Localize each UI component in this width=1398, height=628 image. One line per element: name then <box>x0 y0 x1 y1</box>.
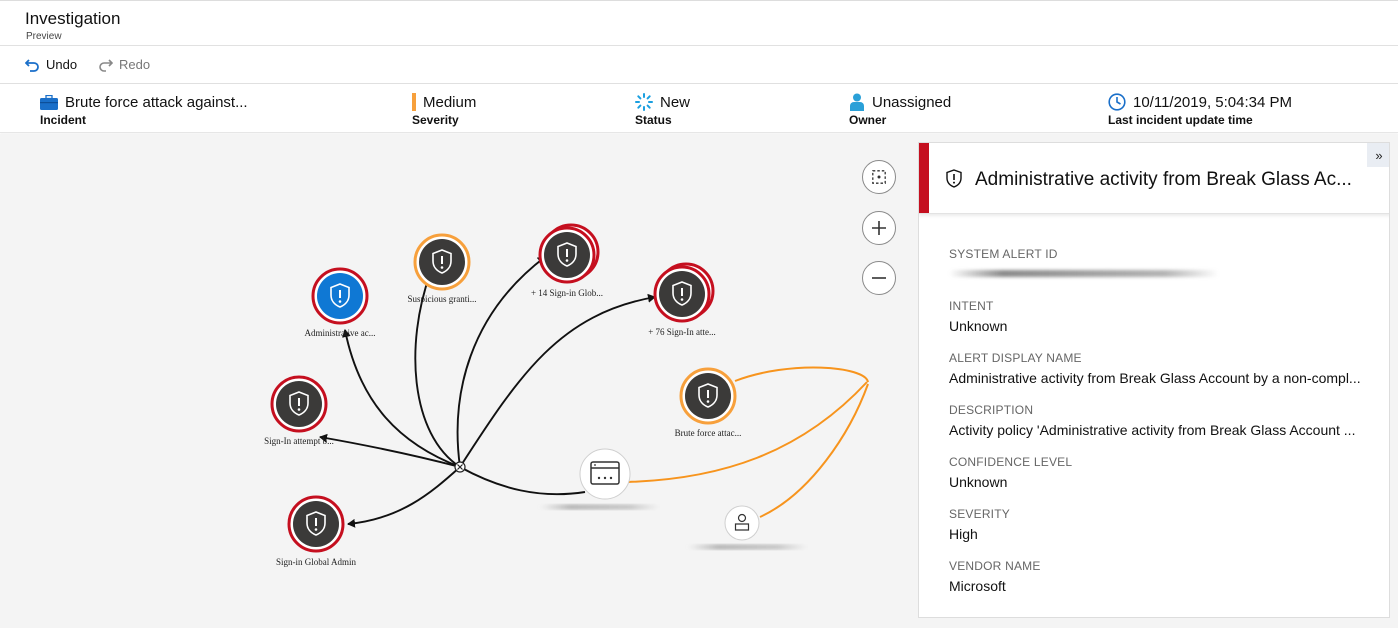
collapse-panel-button[interactable]: » <box>1367 143 1389 167</box>
alert-node-label: Sign-In attempt b... <box>264 436 334 446</box>
field-label: SEVERITY <box>949 507 1010 521</box>
field-value: Unknown <box>949 474 1008 490</box>
undo-button[interactable]: Undo <box>25 57 77 72</box>
spinner-icon <box>635 93 653 111</box>
page-header: Investigation Preview <box>0 0 1398 46</box>
field-value: Unknown <box>949 318 1008 334</box>
severity-bar-icon <box>412 93 416 111</box>
update-time-block: 10/11/2019, 5:04:34 PM Last incident upd… <box>1108 93 1292 127</box>
double-chevron-right-icon: » <box>1375 147 1383 163</box>
field-label: INTENT <box>949 299 994 313</box>
toolbar: Undo Redo <box>0 47 1398 84</box>
redacted-value <box>949 270 1219 277</box>
field-system-alert-id: SYSTEM ALERT ID <box>949 247 1369 277</box>
alert-node-label: + 76 Sign-In atte... <box>648 327 716 337</box>
severity-value: Medium <box>423 93 477 111</box>
field-value: Microsoft <box>949 578 1006 594</box>
severity-indicator-bar <box>919 143 929 213</box>
field-vendor-name: VENDOR NAME Microsoft <box>949 559 1369 594</box>
briefcase-icon <box>40 94 58 110</box>
alert-node[interactable]: Sign-In attempt b... <box>264 375 334 446</box>
alert-node-label: Administrative ac... <box>305 328 376 338</box>
field-intent: INTENT Unknown <box>949 299 1369 334</box>
alert-node-label: Suspicious granti... <box>408 294 477 304</box>
shield-alert-icon <box>672 281 692 306</box>
alert-node-label: + 14 Sign-in Glob... <box>531 288 603 298</box>
alert-node[interactable]: + 76 Sign-In atte... <box>648 262 716 337</box>
incident-label: Incident <box>40 113 87 127</box>
fit-screen-icon <box>872 170 886 184</box>
alert-details-title: Administrative activity from Break Glass… <box>975 169 1352 190</box>
status-label: Status <box>635 113 672 127</box>
owner-label: Owner <box>849 113 887 127</box>
owner-value: Unassigned <box>872 93 952 111</box>
field-severity: SEVERITY High <box>949 507 1369 542</box>
clock-icon <box>1108 93 1126 111</box>
field-confidence-level: CONFIDENCE LEVEL Unknown <box>949 455 1369 490</box>
alert-nodes: Administrative ac... Suspicious granti...… <box>264 223 742 567</box>
incident-name-block: Brute force attack against... Incident <box>40 93 248 127</box>
severity-block: Medium Severity <box>412 93 476 127</box>
alert-node[interactable]: Brute force attac... <box>675 367 742 438</box>
zoom-out-button[interactable] <box>862 261 896 295</box>
field-value: Activity policy 'Administrative activity… <box>949 422 1356 438</box>
redo-button[interactable]: Redo <box>98 57 150 72</box>
redo-icon <box>99 58 113 72</box>
field-description: DESCRIPTION Activity policy 'Administrat… <box>949 403 1369 438</box>
field-label: VENDOR NAME <box>949 559 1041 573</box>
plus-icon <box>872 221 886 235</box>
alert-node[interactable]: Suspicious granti... <box>408 233 477 304</box>
update-time-label: Last incident update time <box>1108 113 1253 127</box>
user-icon <box>850 93 864 111</box>
field-label: DESCRIPTION <box>949 403 1034 417</box>
alert-node-label: Brute force attac... <box>675 428 742 438</box>
zoom-in-button[interactable] <box>862 211 896 245</box>
owner-block: Unassigned Owner <box>849 93 951 127</box>
undo-icon <box>25 58 39 72</box>
field-label: ALERT DISPLAY NAME <box>949 351 1082 365</box>
field-label: CONFIDENCE LEVEL <box>949 455 1073 469</box>
severity-label: Severity <box>412 113 459 127</box>
fit-to-screen-button[interactable] <box>862 160 896 194</box>
incident-name: Brute force attack against... <box>65 93 248 111</box>
shield-alert-icon <box>432 249 452 274</box>
app-entity-node[interactable] <box>540 448 660 509</box>
update-time-value: 10/11/2019, 5:04:34 PM <box>1133 93 1293 111</box>
user-entity-node[interactable] <box>688 505 808 549</box>
alert-node[interactable]: Administrative ac... <box>305 267 376 338</box>
alert-node[interactable]: Sign-in Global Admin <box>276 495 357 567</box>
orange-edges <box>627 366 869 518</box>
field-alert-display-name: ALERT DISPLAY NAME Administrative activi… <box>949 351 1369 386</box>
window-icon <box>590 461 620 485</box>
field-label: SYSTEM ALERT ID <box>949 247 1058 261</box>
shield-alert-icon <box>946 169 962 188</box>
alert-details-header: Administrative activity from Break Glass… <box>919 143 1389 214</box>
status-value: New <box>660 93 691 111</box>
field-value: High <box>949 526 978 542</box>
black-edges <box>319 256 656 528</box>
shield-alert-icon <box>330 283 350 308</box>
user-outline-icon <box>734 513 750 531</box>
page-subtitle: Preview <box>26 31 62 42</box>
page-title: Investigation <box>25 9 121 28</box>
shield-alert-icon <box>557 242 577 267</box>
undo-label: Undo <box>46 57 78 72</box>
redo-label: Redo <box>119 57 151 72</box>
field-value: Administrative activity from Break Glass… <box>949 370 1361 386</box>
shield-alert-icon <box>698 383 718 408</box>
alert-details-panel: Administrative activity from Break Glass… <box>918 142 1390 618</box>
alert-node-label: Sign-in Global Admin <box>276 557 357 567</box>
status-block: New Status <box>635 93 690 127</box>
alert-node[interactable]: + 14 Sign-in Glob... <box>531 223 603 298</box>
incident-info-bar: Brute force attack against... Incident M… <box>0 84 1398 133</box>
investigation-graph[interactable]: Administrative ac... Suspicious granti...… <box>0 134 918 628</box>
minus-icon <box>872 277 886 279</box>
shield-alert-icon <box>289 391 309 416</box>
graph-hub-node[interactable] <box>454 461 466 473</box>
shield-alert-icon <box>306 511 326 536</box>
